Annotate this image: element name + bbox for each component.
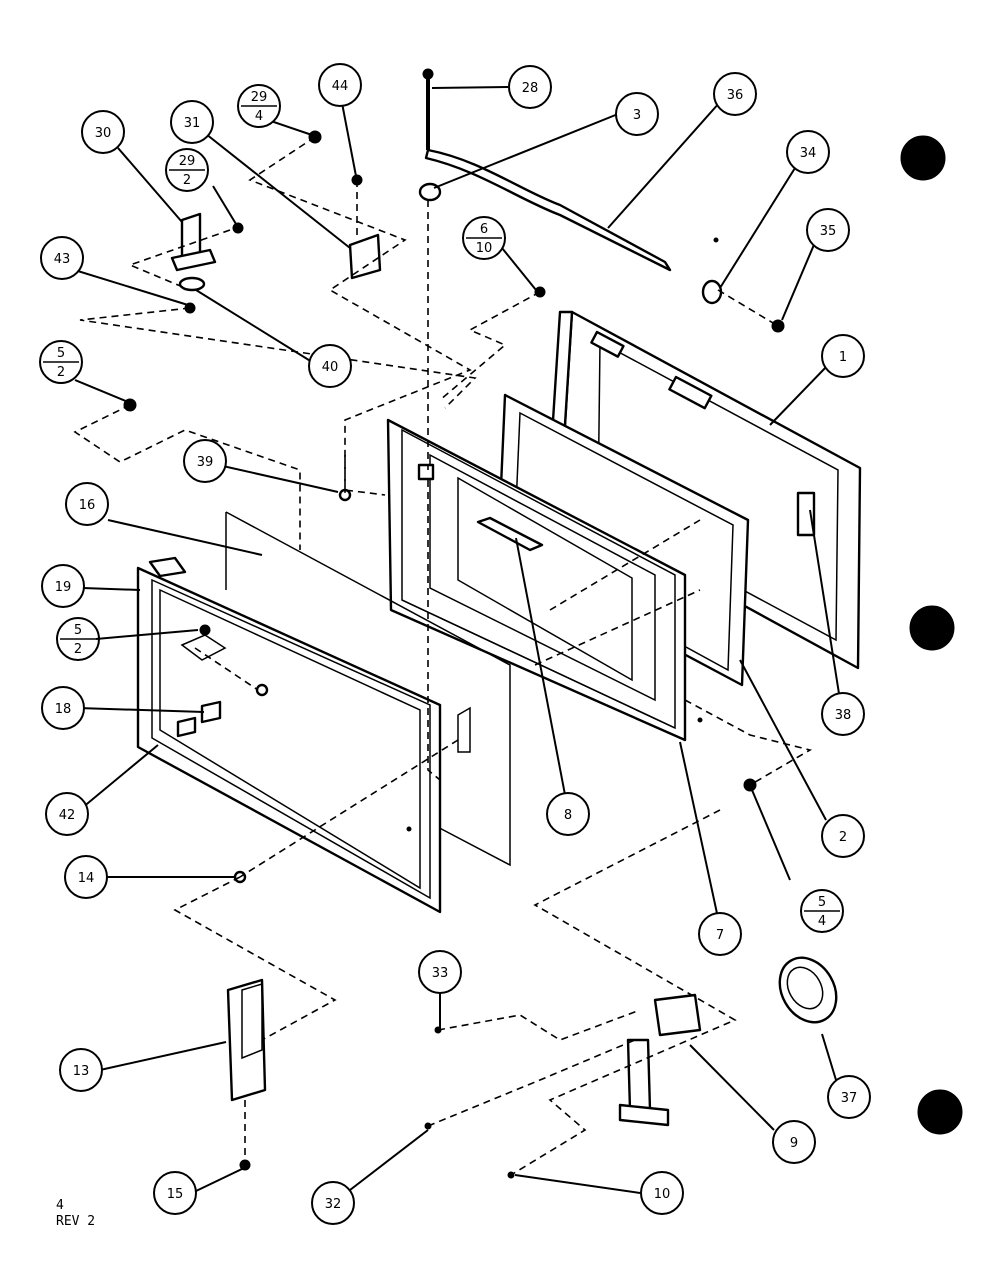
washer (701, 279, 723, 305)
svg-text:19: 19 (55, 580, 72, 595)
svg-text:2: 2 (57, 365, 65, 380)
callout-fraction-5-2-lower: 5 2 (56, 617, 199, 661)
svg-text:35: 35 (820, 224, 837, 239)
svg-text:10: 10 (654, 1187, 671, 1202)
svg-text:7: 7 (716, 928, 724, 943)
handle-bar (476, 516, 544, 552)
callout-31: 31 (170, 100, 214, 144)
svg-text:30: 30 (95, 126, 112, 141)
callout-19: 19 (41, 564, 85, 608)
binder-hole-middle (909, 605, 955, 651)
callout-15: 15 (153, 1171, 197, 1215)
callout-16: 16 (65, 482, 109, 526)
svg-text:5: 5 (818, 895, 826, 910)
nut (771, 319, 785, 333)
callout-fraction-29-2: 29 2 (165, 148, 209, 192)
svg-text:18: 18 (55, 702, 72, 717)
svg-text:2: 2 (74, 642, 82, 657)
svg-text:8: 8 (564, 808, 572, 823)
page-number: 4 (56, 1198, 64, 1213)
outer-door-frame (136, 556, 471, 914)
svg-text:6: 6 (480, 222, 488, 237)
glass-panel (225, 511, 511, 867)
svg-text:3: 3 (633, 108, 641, 123)
callout-3: 3 (615, 92, 659, 136)
callout-44: 44 (318, 63, 362, 107)
hinge-block (226, 978, 267, 1102)
svg-text:40: 40 (322, 360, 339, 375)
binder-hole-top (900, 135, 946, 181)
callout-fraction-5-2-upper: 5 2 (39, 340, 83, 384)
svg-text:4: 4 (818, 914, 826, 929)
svg-text:39: 39 (197, 455, 214, 470)
callout-42: 42 (45, 792, 89, 836)
back-panel (546, 310, 862, 670)
hinge-bracket-left (170, 212, 217, 292)
callout-30: 30 (81, 110, 125, 154)
svg-text:31: 31 (184, 116, 201, 131)
svg-text:28: 28 (522, 81, 539, 96)
svg-text:33: 33 (432, 966, 449, 981)
pin (422, 68, 434, 150)
callout-32: 32 (311, 1181, 355, 1225)
door-frame (386, 418, 687, 742)
bracket-31 (348, 233, 382, 280)
callout-14: 14 (64, 855, 108, 899)
callout-34: 34 (786, 130, 830, 174)
svg-text:10: 10 (476, 241, 493, 256)
svg-text:42: 42 (59, 808, 76, 823)
callouts: 28 3 36 34 35 1 38 2 7 8 44 31 30 43 40 … (39, 63, 871, 1225)
callout-38: 38 (821, 692, 865, 736)
callout-18: 18 (41, 686, 85, 730)
footer: 4 REV 2 (56, 1198, 95, 1229)
svg-text:14: 14 (78, 871, 95, 886)
svg-text:16: 16 (79, 498, 96, 513)
svg-text:2: 2 (183, 173, 191, 188)
callout-7: 7 (698, 912, 742, 956)
svg-text:44: 44 (332, 79, 349, 94)
revision-label: REV 2 (56, 1214, 95, 1229)
callout-2: 2 (821, 814, 865, 858)
svg-text:2: 2 (839, 830, 847, 845)
svg-text:32: 32 (325, 1197, 342, 1212)
assembly-lines (73, 136, 813, 1176)
svg-text:5: 5 (57, 346, 65, 361)
svg-text:36: 36 (727, 88, 744, 103)
svg-text:5: 5 (74, 623, 82, 638)
svg-text:38: 38 (835, 708, 852, 723)
svg-text:15: 15 (167, 1187, 184, 1202)
svg-text:4: 4 (255, 109, 263, 124)
torsion-rod (424, 148, 672, 272)
callout-43: 43 (40, 236, 84, 280)
callout-35: 35 (806, 208, 850, 252)
callout-13: 13 (59, 1048, 103, 1092)
callout-8: 8 (546, 792, 590, 836)
callout-9: 9 (772, 1120, 816, 1164)
callout-40: 40 (308, 344, 352, 388)
callout-fraction-5-4: 5 4 (800, 889, 844, 933)
callout-33: 33 (418, 950, 462, 994)
roller (778, 956, 838, 1024)
leader-lines (67, 86, 841, 1194)
svg-text:29: 29 (179, 154, 196, 169)
svg-text:34: 34 (800, 146, 817, 161)
binder-hole-bottom (917, 1089, 963, 1135)
svg-text:37: 37 (841, 1091, 858, 1106)
callout-39: 39 (183, 439, 227, 483)
latch-assembly (618, 993, 702, 1127)
svg-text:29: 29 (251, 90, 268, 105)
callout-28: 28 (508, 65, 552, 109)
callout-1: 1 (821, 334, 865, 378)
svg-text:9: 9 (790, 1136, 798, 1151)
svg-text:43: 43 (54, 252, 71, 267)
callout-36: 36 (713, 72, 757, 116)
svg-text:13: 13 (73, 1064, 90, 1079)
callout-37: 37 (827, 1075, 871, 1119)
callout-10: 10 (640, 1171, 684, 1215)
svg-text:1: 1 (839, 350, 847, 365)
callout-fraction-29-4: 29 4 (237, 84, 281, 128)
callout-fraction-6-10: 6 10 (462, 216, 506, 260)
